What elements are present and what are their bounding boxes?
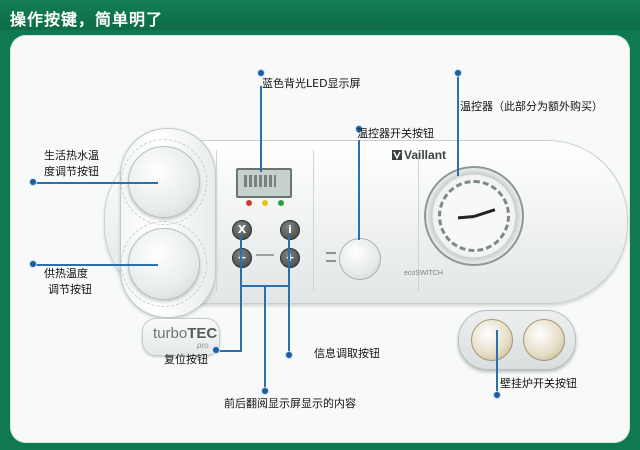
label-lcd-screen: 蓝色背光LED显示屏 [262, 77, 361, 90]
pointer-wall-switch [496, 330, 498, 396]
dot-thermostat-switch [356, 126, 362, 132]
label-hot-water-1: 生活热水温 [44, 149, 99, 162]
label-info: 信息调取按钮 [314, 347, 380, 360]
pointer-scroll [264, 285, 266, 391]
wall-switch-right-knob[interactable] [523, 319, 565, 361]
pointer-thermostat-switch [358, 140, 360, 240]
label-reset: 复位按钮 [164, 353, 208, 366]
dot-lcd [258, 70, 264, 76]
dot-thermostat [455, 70, 461, 76]
turbotec-logo-card: turboTEC pro [142, 318, 220, 356]
pointer-info [288, 236, 290, 356]
lcd-screen [236, 168, 292, 198]
pointer-hot-water [36, 182, 158, 184]
red-led-indicator [246, 200, 252, 206]
thermostat-switch-panel [318, 150, 419, 292]
wall-boiler-switch-panel [458, 310, 576, 370]
display-panel [216, 150, 314, 292]
dot-heating [30, 261, 36, 267]
label-heating-1: 供热温度 [44, 267, 88, 280]
pointer-reset-horizontal [218, 350, 242, 352]
pointer-thermostat [457, 76, 459, 176]
page-title: 操作按键，简单明了 [10, 10, 164, 29]
label-thermostat-switch: 温控器开关按钮 [357, 127, 434, 140]
dot-info [286, 352, 292, 358]
brand-label: Vaillant [404, 148, 447, 162]
thermostat-switch-knob[interactable] [339, 238, 381, 280]
logo-main-text: turbo [153, 325, 188, 342]
header-bar: 操作按键，简单明了 [0, 0, 640, 30]
vaillant-logo-icon [392, 150, 402, 160]
logo-bold-text: TEC [187, 325, 218, 342]
dot-wall-switch [494, 392, 500, 398]
minus-button-icon[interactable]: − [232, 248, 252, 268]
info-button-icon[interactable]: i [280, 220, 300, 240]
reset-button-icon[interactable]: X [232, 220, 252, 240]
pointer-lcd [260, 86, 262, 172]
label-scroll-display: 前后翻阅显示屏显示的内容 [224, 397, 356, 410]
plus-button-icon[interactable]: + [280, 248, 300, 268]
thermostat-timer-dial[interactable] [424, 166, 524, 266]
scroll-indicator [256, 254, 274, 256]
timer-face [438, 180, 510, 252]
dot-reset [213, 347, 219, 353]
label-thermostat: 温控器（此部分为额外购买） [460, 100, 603, 113]
dot-scroll [262, 388, 268, 394]
yellow-led-indicator [262, 200, 268, 206]
eco-switch-label: ecoSWITCH [404, 270, 443, 277]
mode-symbol-icon [326, 252, 336, 262]
pointer-reset [240, 236, 242, 352]
green-led-indicator [278, 200, 284, 206]
label-hot-water-2: 度调节按钮 [44, 165, 99, 178]
pointer-heating [36, 264, 158, 266]
label-wall-switch: 壁挂炉开关按钮 [500, 377, 577, 390]
label-heating-2: 调节按钮 [48, 283, 92, 296]
wall-switch-left-knob[interactable] [471, 319, 513, 361]
dot-hot-water [30, 179, 36, 185]
logo-sub-text: pro [197, 341, 209, 350]
